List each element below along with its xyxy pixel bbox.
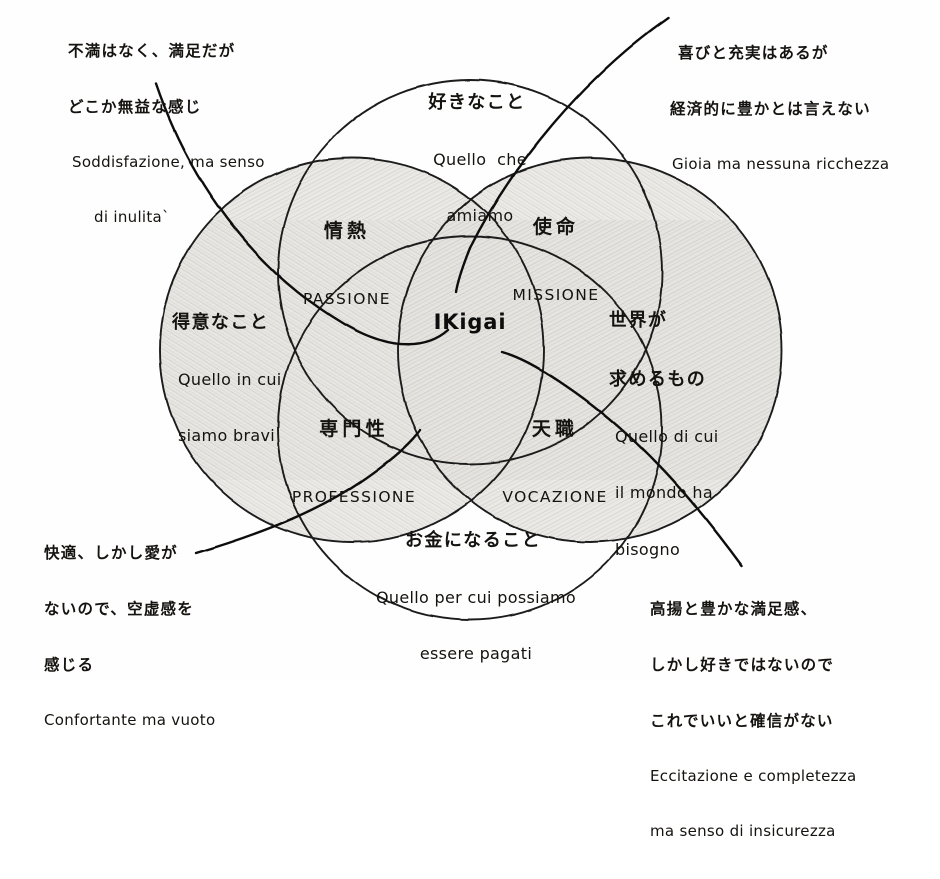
circle-what-the-world-needs: [397, 157, 783, 543]
label-mission-jp: 使命: [532, 215, 580, 238]
label-passion-it: PASSIONE: [303, 289, 391, 308]
leader-line-bottom-right: [500, 350, 744, 568]
annotation-top-left-jp-1: 不満はなく、満足だが: [68, 41, 236, 60]
label-profession-it: PROFESSIONE: [291, 487, 417, 506]
label-what-the-world-needs: 世界が 求めるもの Quello di cui il mondo ha biso…: [609, 272, 809, 598]
label-profession: 専門性 PROFESSIONE: [282, 380, 426, 544]
annotation-top-left: 不満はなく、満足だが どこか無益な感じ Soddisfazione, ma se…: [68, 4, 318, 265]
label-what-you-are-good-at-it-2: siamo bravi: [178, 426, 276, 446]
label-what-you-are-good-at-it-1: Quello in cui: [178, 369, 282, 389]
label-what-the-world-needs-jp-1: 世界が: [609, 309, 668, 331]
leader-line-top-left: [154, 82, 450, 346]
label-profession-jp: 専門性: [319, 417, 389, 440]
venn-circle-outlines: [159, 79, 783, 621]
label-mission-it: MISSIONE: [512, 285, 600, 304]
annotation-top-right-it-1: Gioia ma nessuna ricchezza: [672, 154, 890, 173]
label-what-the-world-needs-it-3: bisogno: [615, 539, 681, 559]
annotation-bottom-right-jp-3: これでいいと確信がない: [650, 711, 834, 730]
annotation-top-left-jp-2: どこか無益な感じ: [68, 97, 202, 116]
annotation-top-right-jp-2: 経済的に豊かとは言えない: [670, 99, 871, 118]
circle-what-you-love: [277, 79, 663, 465]
annotation-bottom-right-jp-2: しかし好きではないので: [650, 655, 835, 674]
circle-what-you-are-good-at: [159, 157, 545, 543]
annotation-top-left-it-2: di inulita`: [94, 208, 170, 227]
label-what-you-love: 好きなこと Quello che amiamo: [372, 54, 582, 264]
annotation-bottom-left: 快適、しかし愛が ないので、空虚感を 感じる Confortante ma vu…: [44, 506, 284, 767]
leader-lines-group: [154, 16, 744, 568]
annotation-bottom-right-jp-1: 高揚と豊かな満足感、: [650, 599, 818, 618]
annotation-bottom-left-it-1: Confortante ma vuoto: [44, 710, 216, 729]
lens-shading-group: [160, 158, 782, 542]
annotation-bottom-left-jp-1: 快適、しかし愛が: [44, 543, 178, 562]
label-what-the-world-needs-it-1: Quello di cui: [615, 426, 719, 446]
label-vocation: 天職 VOCAZIONE: [490, 380, 620, 544]
leader-line-bottom-left: [194, 428, 422, 555]
label-what-you-can-be-paid-for-jp: お金になること: [404, 529, 542, 551]
label-what-you-love-jp: 好きなこと: [428, 91, 526, 113]
annotation-bottom-left-jp-3: 感じる: [44, 655, 95, 674]
label-vocation-it: VOCAZIONE: [502, 487, 608, 506]
label-what-you-can-be-paid-for-it-1: Quello per cui possiamo: [375, 587, 577, 607]
annotation-top-right-jp-1: 喜びと充実はあるが: [678, 43, 829, 62]
label-ikigai-center: IKigai: [433, 310, 507, 334]
venn-diagram-canvas: [154, 16, 783, 621]
label-what-you-love-it-1: Quello che: [433, 149, 527, 169]
label-what-the-world-needs-jp-2: 求めるもの: [609, 368, 707, 390]
leader-line-top-right: [454, 16, 670, 294]
annotation-bottom-right: 高揚と豊かな満足感、 しかし好きではないので これでいいと確信がない Eccit…: [650, 562, 938, 879]
label-what-the-world-needs-it-2: il mondo ha: [615, 483, 713, 503]
label-what-you-can-be-paid-for-it-2: essere pagati: [419, 644, 533, 664]
label-passion: 情熱 PASSIONE: [278, 182, 416, 346]
label-passion-jp: 情熱: [323, 219, 371, 242]
label-what-you-can-be-paid-for: お金になること Quello per cui possiamo essere p…: [348, 492, 598, 702]
annotation-top-right: 喜びと充実はあるが 経済的に豊かとは言えない Gioia ma nessuna …: [670, 6, 940, 211]
label-vocation-jp: 天職: [531, 417, 579, 440]
label-what-you-are-good-at-jp: 得意なこと: [172, 311, 270, 333]
annotation-bottom-left-jp-2: ないので、空虚感を: [44, 599, 195, 618]
annotation-bottom-right-it-2: ma senso di insicurezza: [650, 822, 836, 841]
circle-what-you-can-be-paid-for: [277, 235, 663, 621]
label-what-you-are-good-at: 得意なこと Quello in cui siamo bravi: [172, 274, 362, 484]
annotation-top-left-it-1: Soddisfazione, ma senso: [72, 152, 265, 171]
lens-shade-vocation: [398, 220, 782, 542]
ikigai-diagram: 好きなこと Quello che amiamo 得意なこと Quello in …: [44, 4, 940, 840]
annotation-bottom-right-it-1: Eccitazione e completezza: [650, 766, 857, 785]
label-mission: 使命 MISSIONE: [490, 178, 622, 342]
label-what-you-love-it-2: amiamo: [446, 206, 514, 226]
